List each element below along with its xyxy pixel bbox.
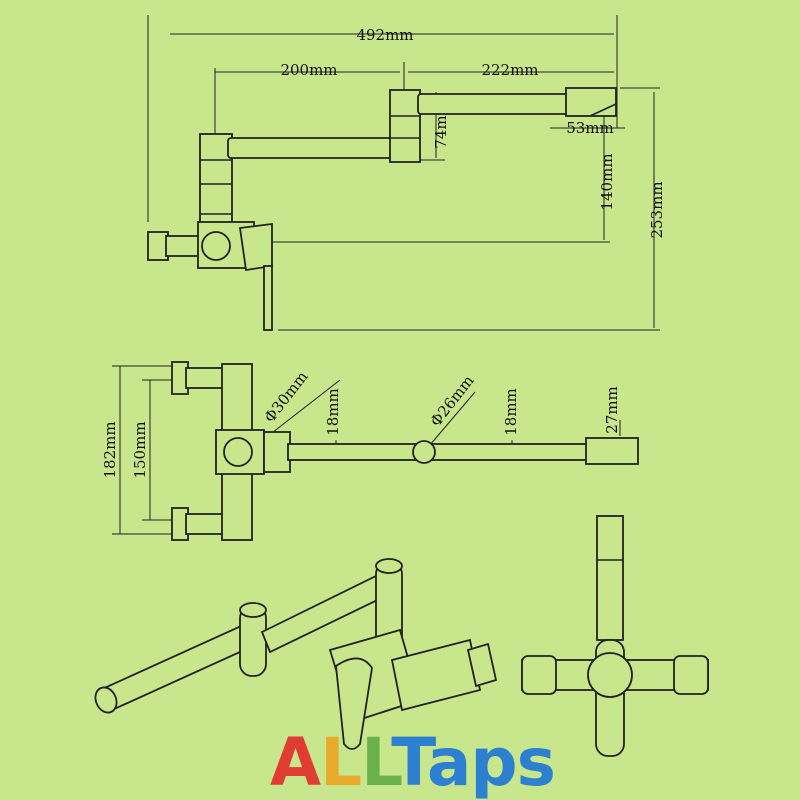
second-arm xyxy=(417,93,571,115)
label-arm-thickness-1: 18mm xyxy=(324,388,342,436)
body-swivel-circle xyxy=(223,437,253,467)
logo-letter: a xyxy=(427,724,471,800)
plan-body-circle xyxy=(587,652,633,698)
side-elevation-view: 492mm 200mm 222mm 53mm 74mm 140mm 253mm xyxy=(147,15,666,331)
iso-lever-handle xyxy=(335,657,373,750)
upper-inlet-pipe xyxy=(185,367,227,389)
logo-text: ALLTaps xyxy=(270,724,555,800)
lever-handle xyxy=(263,265,273,331)
plan-right-nut xyxy=(673,655,709,695)
label-arm-thickness-2: 18mm xyxy=(502,388,520,436)
plan-arm xyxy=(596,515,624,641)
plan-left-nut xyxy=(521,655,557,695)
front-elevation-view: 182mm 150mm Φ30mm Φ26mm 18mm 18mm 27mm xyxy=(101,361,639,541)
isometric-view xyxy=(94,558,498,750)
label-total-height: 253mm xyxy=(648,181,666,238)
lower-inlet-pipe xyxy=(185,513,227,535)
body-swivel xyxy=(201,231,231,261)
iso-swivel-top xyxy=(239,602,267,618)
logo-letter: s xyxy=(517,724,555,800)
label-arm1: 200mm xyxy=(280,61,337,79)
iso-inlet-nut xyxy=(466,642,498,688)
front-arm xyxy=(287,443,589,461)
iso-lower-arm xyxy=(98,620,264,712)
label-body-diameter: Φ30mm xyxy=(261,368,312,426)
iso-spout-end xyxy=(94,686,118,714)
logo-letter: A xyxy=(270,724,321,800)
inlet-nut xyxy=(147,231,169,261)
arm-joint-circle xyxy=(412,440,436,464)
label-inlet-span: 182mm xyxy=(101,421,119,478)
label-spout-tip: 53mm xyxy=(566,119,614,137)
label-total-width: 492mm xyxy=(356,26,413,44)
plan-view xyxy=(521,515,709,757)
label-arm2: 222mm xyxy=(481,61,538,79)
first-arm xyxy=(227,137,393,159)
arm-collar xyxy=(263,431,291,473)
vertical-post xyxy=(199,133,233,225)
label-inlet-centres: 150mm xyxy=(131,421,149,478)
iso-inlet-arm xyxy=(390,638,482,712)
iso-main-post-top xyxy=(375,558,403,574)
label-arm-diameter: Φ26mm xyxy=(427,372,478,430)
front-spout xyxy=(585,437,639,465)
label-spout-height: 27mm xyxy=(603,386,621,434)
label-drop: 140mm xyxy=(598,153,616,210)
swivel-joint xyxy=(389,89,421,163)
alltaps-logo: ALLTaps xyxy=(270,724,556,800)
lever-cap xyxy=(238,222,273,272)
logo-letter: p xyxy=(470,724,516,800)
logo-letter: L xyxy=(320,724,361,800)
spout-tip xyxy=(565,87,617,117)
